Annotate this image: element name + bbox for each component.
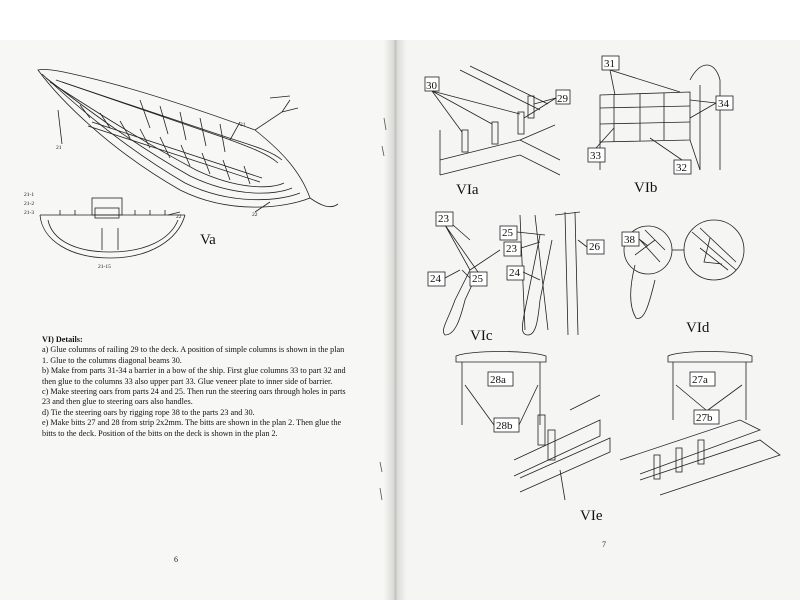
detail-d: d) Tie the steering oars by rigging rope… [42,407,255,417]
details-heading: VI) Details: [42,335,83,344]
detail-c: c) Make steering oars from parts 24 and … [42,387,346,407]
left-page [0,40,393,600]
details-text: VI) Details: a) Glue columns of railing … [42,335,352,439]
detail-b: b) Make from parts 31-34 a barrier in a … [42,366,346,386]
right-page [393,40,800,600]
book-spine [384,40,406,600]
detail-a: a) Glue columns of railing 29 to the dec… [42,345,345,365]
page-number-right: 7 [602,540,606,549]
page-number-left: 6 [174,555,178,564]
detail-e: e) Make bitts 27 and 28 from strip 2x2mm… [42,418,342,438]
